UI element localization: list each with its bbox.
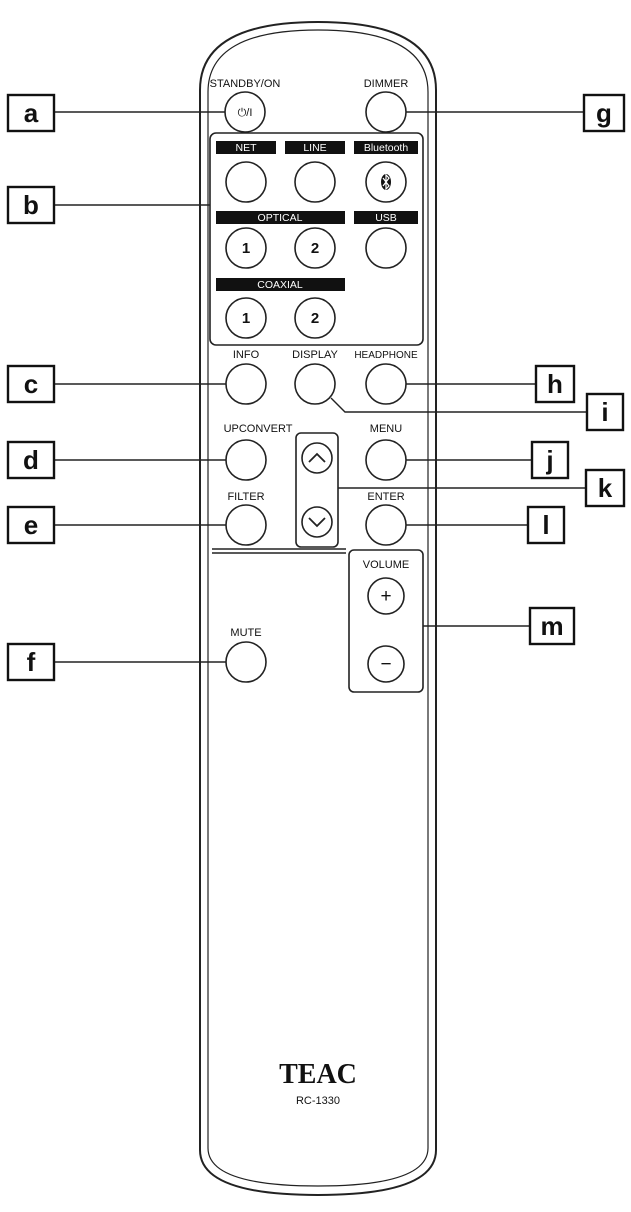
bluetooth-icon	[381, 173, 391, 191]
svg-text:f: f	[27, 647, 36, 677]
svg-text:d: d	[23, 445, 39, 475]
volume-up-button[interactable]: +	[367, 577, 405, 615]
info-label: INFO	[233, 349, 260, 361]
optical-label: OPTICAL	[258, 212, 303, 224]
net-label: NET	[236, 142, 258, 154]
up-button[interactable]	[301, 442, 333, 474]
svg-text:2: 2	[311, 310, 319, 327]
enter-label: ENTER	[367, 491, 404, 503]
usb-label-bar	[354, 211, 418, 224]
callout-i: i	[585, 392, 625, 432]
callout-f: f	[6, 642, 56, 682]
minus-icon: −	[380, 654, 391, 675]
callout-l: l	[526, 505, 566, 545]
svg-text:k: k	[598, 473, 613, 503]
bluetooth-label: Bluetooth	[364, 142, 409, 154]
up-down-frame	[295, 432, 339, 548]
optical-2-button[interactable]: 2	[294, 227, 336, 269]
svg-text:b: b	[23, 190, 39, 220]
optical-label-bar	[216, 211, 345, 224]
callout-h: h	[534, 364, 576, 404]
coaxial-label-bar	[216, 278, 345, 291]
line-label-bar	[285, 141, 345, 154]
model-number: RC-1330	[296, 1095, 340, 1107]
filter-button[interactable]	[225, 504, 267, 546]
volume-label: VOLUME	[363, 559, 409, 571]
optical-1-button[interactable]: 1	[225, 227, 267, 269]
plus-icon: +	[380, 586, 391, 607]
filter-label: FILTER	[227, 491, 264, 503]
callout-j: j	[530, 440, 570, 480]
power-icon: ⏻/I	[238, 107, 253, 119]
svg-text:m: m	[540, 611, 563, 641]
bluetooth-button[interactable]	[365, 161, 407, 203]
usb-label: USB	[375, 212, 397, 224]
standby-label: STANDBY/ON	[210, 78, 281, 90]
headphone-button[interactable]	[365, 363, 407, 405]
callout-c: c	[6, 364, 56, 404]
callout-b: b	[6, 185, 56, 225]
down-button[interactable]	[301, 506, 333, 538]
svg-text:i: i	[601, 397, 608, 427]
headphone-label: HEADPHONE	[354, 350, 418, 361]
line-label: LINE	[303, 142, 326, 154]
leader-lines	[54, 111, 587, 663]
svg-text:j: j	[545, 445, 553, 475]
usb-button[interactable]	[365, 227, 407, 269]
mute-button[interactable]	[225, 641, 267, 683]
chevron-up-icon	[308, 452, 326, 463]
svg-text:a: a	[24, 98, 39, 128]
net-label-bar	[216, 141, 276, 154]
chevron-down-icon	[308, 517, 326, 528]
dimmer-label: DIMMER	[364, 78, 409, 90]
svg-text:h: h	[547, 369, 563, 399]
input-group-frame	[209, 132, 424, 346]
mute-label: MUTE	[230, 627, 261, 639]
callout-m: m	[528, 606, 576, 646]
coaxial-1-button[interactable]: 1	[225, 297, 267, 339]
callout-a: a	[6, 93, 56, 133]
net-button[interactable]	[225, 161, 267, 203]
svg-text:c: c	[24, 369, 38, 399]
coaxial-label: COAXIAL	[257, 279, 303, 291]
callout-e: e	[6, 505, 56, 545]
upconvert-button[interactable]	[225, 439, 267, 481]
svg-text:e: e	[24, 510, 38, 540]
enter-button[interactable]	[365, 504, 407, 546]
menu-button[interactable]	[365, 439, 407, 481]
svg-text:1: 1	[242, 240, 250, 257]
upconvert-label: UPCONVERT	[224, 423, 293, 435]
display-label: DISPLAY	[292, 349, 338, 361]
svg-text:g: g	[596, 98, 612, 128]
callout-d: d	[6, 440, 56, 480]
line-button[interactable]	[294, 161, 336, 203]
brand-logo: TEAC	[279, 1059, 357, 1090]
svg-text:2: 2	[311, 240, 319, 257]
volume-down-button[interactable]: −	[367, 645, 405, 683]
volume-frame	[348, 549, 424, 693]
callout-k: k	[584, 468, 626, 508]
menu-label: MENU	[370, 423, 402, 435]
info-button[interactable]	[225, 363, 267, 405]
svg-text:1: 1	[242, 310, 250, 327]
coaxial-2-button[interactable]: 2	[294, 297, 336, 339]
display-button[interactable]	[294, 363, 336, 405]
bluetooth-label-bar	[354, 141, 418, 154]
svg-text:l: l	[542, 510, 549, 540]
callout-g: g	[582, 93, 626, 133]
dimmer-button[interactable]	[365, 91, 407, 133]
standby-button[interactable]: ⏻/I	[224, 91, 266, 133]
